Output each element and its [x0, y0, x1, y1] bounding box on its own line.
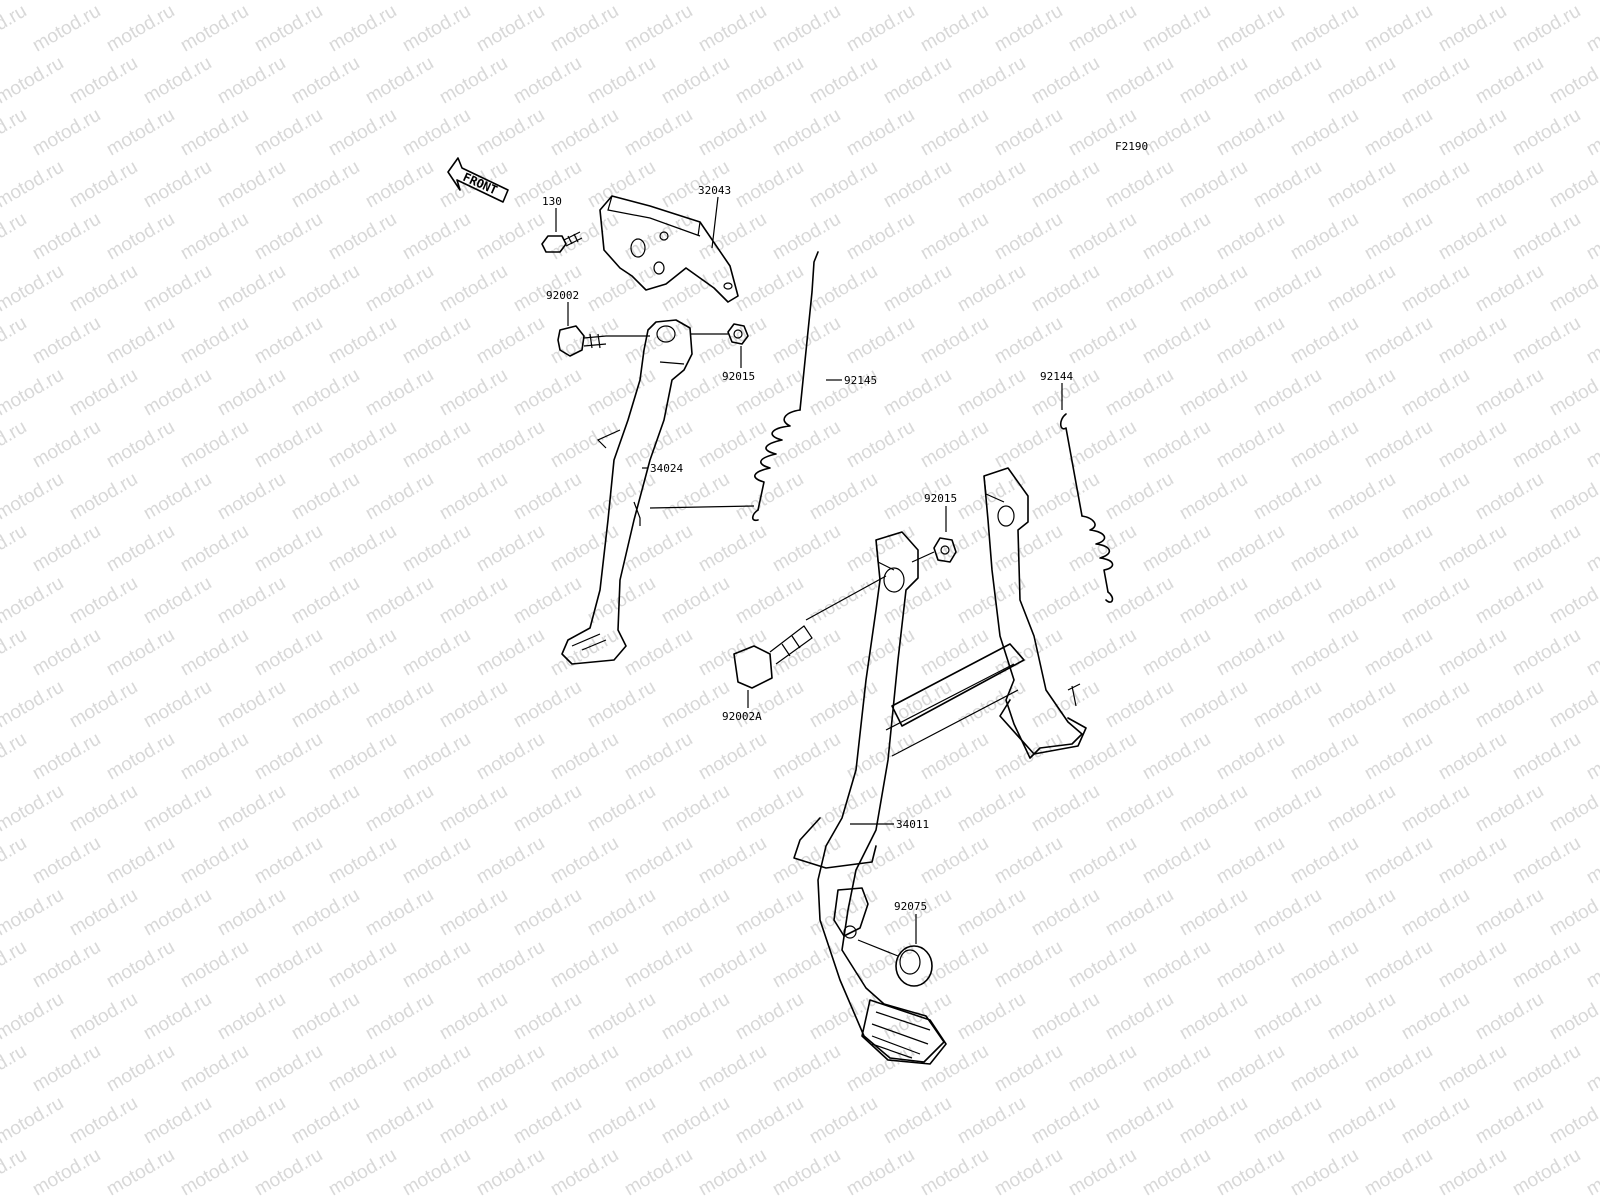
part-34011[interactable]: 34011: [793, 467, 1087, 1065]
part-92144[interactable]: 92144: [1040, 370, 1114, 603]
part-92002A[interactable]: 92002A: [722, 625, 813, 723]
part-130[interactable]: 130: [541, 195, 583, 253]
diagram-code: F2190: [1115, 140, 1148, 153]
label-92015-upper: 92015: [722, 370, 755, 383]
label-92145: 92145: [844, 374, 877, 387]
label-92002A: 92002A: [722, 710, 762, 723]
front-arrow-label: FRONT: [461, 170, 500, 197]
label-34024: 34024: [650, 462, 683, 475]
part-92015-lower[interactable]: 92015: [805, 492, 957, 621]
part-92145[interactable]: 92145: [649, 251, 877, 522]
label-92144: 92144: [1040, 370, 1073, 383]
part-92075[interactable]: 92075: [857, 900, 933, 987]
part-32043[interactable]: 32043: [599, 184, 739, 303]
part-92015-upper[interactable]: 92015: [690, 323, 755, 383]
label-32043: 32043: [698, 184, 731, 197]
label-34011: 34011: [896, 818, 929, 831]
label-92015-lower: 92015: [924, 492, 957, 505]
front-arrow-icon: FRONT: [447, 157, 509, 203]
label-92075: 92075: [894, 900, 927, 913]
label-130: 130: [542, 195, 562, 208]
label-92002: 92002: [546, 289, 579, 302]
part-92002[interactable]: 92002: [546, 289, 650, 357]
part-34024[interactable]: 34024: [561, 319, 693, 665]
